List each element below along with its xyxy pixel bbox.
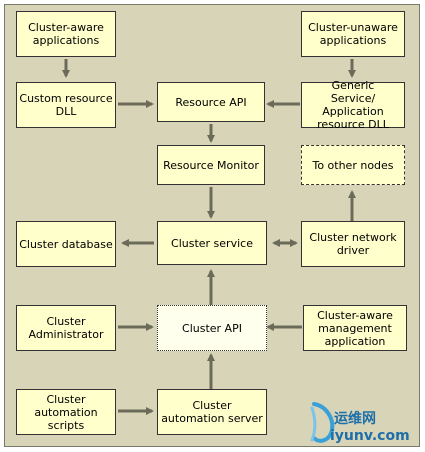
node-cluster-service: Cluster service [157,221,267,265]
node-resource-monitor: Resource Monitor [157,145,265,185]
node-cluster-unaware-applications: Cluster-unaware applications [301,11,405,57]
node-cluster-aware-management-application: Cluster-aware management application [303,305,407,351]
node-cluster-api: Cluster API [157,305,267,351]
node-cluster-administrator: Cluster Administrator [16,305,116,351]
node-custom-resource-dll: Custom resource DLL [16,82,116,128]
watermark-logo-icon [310,402,335,443]
node-generic-service-dll: Generic Service/ Application resource DL… [301,79,405,131]
node-cluster-network-driver: Cluster network driver [301,221,405,267]
node-cluster-database: Cluster database [16,221,116,267]
watermark-url-text: iyunv.com [330,428,410,444]
node-cluster-aware-applications: Cluster-aware applications [16,11,116,57]
node-to-other-nodes: To other nodes [301,145,405,185]
node-resource-api: Resource API [157,82,265,122]
node-cluster-automation-scripts: Cluster automation scripts [16,389,116,435]
watermark-chinese-text: 运维网 [334,411,376,427]
node-cluster-automation-server: Cluster automation server [157,389,267,435]
